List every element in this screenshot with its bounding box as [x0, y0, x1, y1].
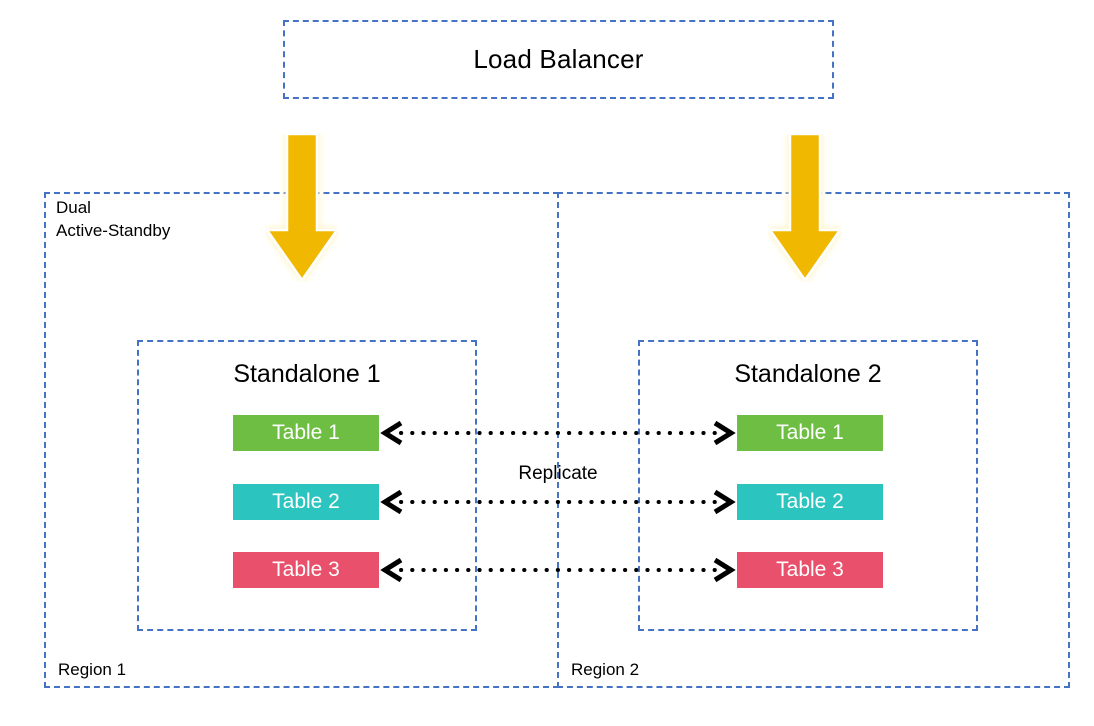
- table-chip-r2-table-2[interactable]: Table 2: [737, 484, 883, 520]
- table-chip-label: Table 1: [272, 421, 340, 444]
- table-chip-r1-table-1[interactable]: Table 1: [233, 415, 379, 451]
- table-chip-r2-table-1[interactable]: Table 1: [737, 415, 883, 451]
- bidirectional-dotted-arrow-icon-table-1: [380, 420, 736, 446]
- replicate-label: Replicate: [518, 463, 598, 484]
- table-chip-label: Table 2: [272, 490, 340, 513]
- load-balancer-label: Load Balancer: [473, 44, 644, 74]
- standalone-2-box[interactable]: Standalone 2: [638, 340, 978, 631]
- table-chip-label: Table 2: [776, 490, 844, 513]
- dual-active-standby-label: Dual Active-Standby: [56, 198, 171, 240]
- down-arrow-icon-region-1: [265, 134, 339, 282]
- table-chip-r2-table-3[interactable]: Table 3: [737, 552, 883, 588]
- standalone-1-box[interactable]: Standalone 1: [137, 340, 477, 631]
- table-chip-label: Table 3: [776, 558, 844, 581]
- table-chip-label: Table 1: [776, 421, 844, 444]
- standalone-1-title: Standalone 1: [233, 360, 381, 388]
- table-chip-r1-table-2[interactable]: Table 2: [233, 484, 379, 520]
- down-arrow-icon-region-2: [768, 134, 842, 282]
- region-2-label: Region 2: [571, 660, 640, 679]
- load-balancer-box[interactable]: Load Balancer: [283, 20, 834, 99]
- bidirectional-dotted-arrow-icon-table-3: [380, 557, 736, 583]
- table-chip-r1-table-3[interactable]: Table 3: [233, 552, 379, 588]
- standalone-2-title: Standalone 2: [734, 360, 882, 388]
- bidirectional-dotted-arrow-icon-table-2: [380, 489, 736, 515]
- table-chip-label: Table 3: [272, 558, 340, 581]
- region-1-label: Region 1: [58, 660, 127, 679]
